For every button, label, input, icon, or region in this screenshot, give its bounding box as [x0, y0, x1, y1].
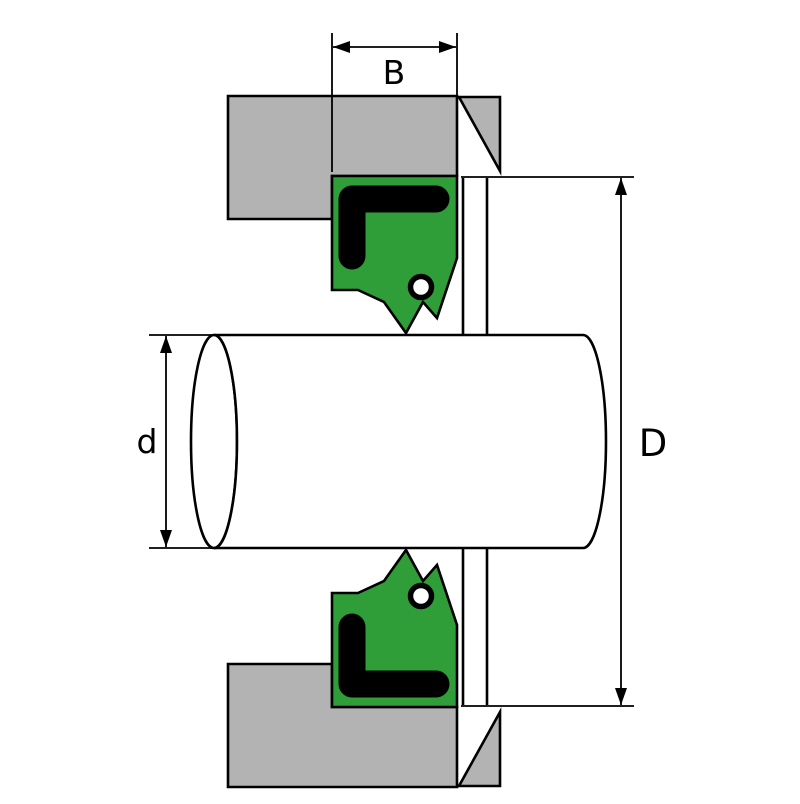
seal-top: [330, 174, 459, 336]
dimension-seal-width: B: [331, 33, 458, 172]
dimension-shaft-diameter: d: [137, 334, 212, 549]
arrow-up-icon: [160, 336, 172, 353]
arrow-up-icon: [615, 178, 627, 195]
arrow-down-icon: [160, 530, 172, 547]
shaft-body: [213, 333, 608, 550]
garter-spring: [407, 273, 435, 301]
arrow-down-icon: [615, 688, 627, 705]
arrow-right-icon: [439, 41, 456, 53]
label-shaft-diameter: d: [137, 422, 158, 461]
dimension-outside-diameter: D: [461, 176, 668, 707]
seal-metal-case: [338, 185, 450, 270]
housing-top: [226, 94, 502, 334]
label-seal-width: B: [383, 53, 406, 92]
seal-bottom: [332, 550, 457, 707]
shaft: [189, 333, 608, 550]
housing-bore-chamfer: [456, 95, 502, 177]
arrow-left-icon: [333, 41, 350, 53]
label-outside-diameter: D: [639, 422, 668, 465]
